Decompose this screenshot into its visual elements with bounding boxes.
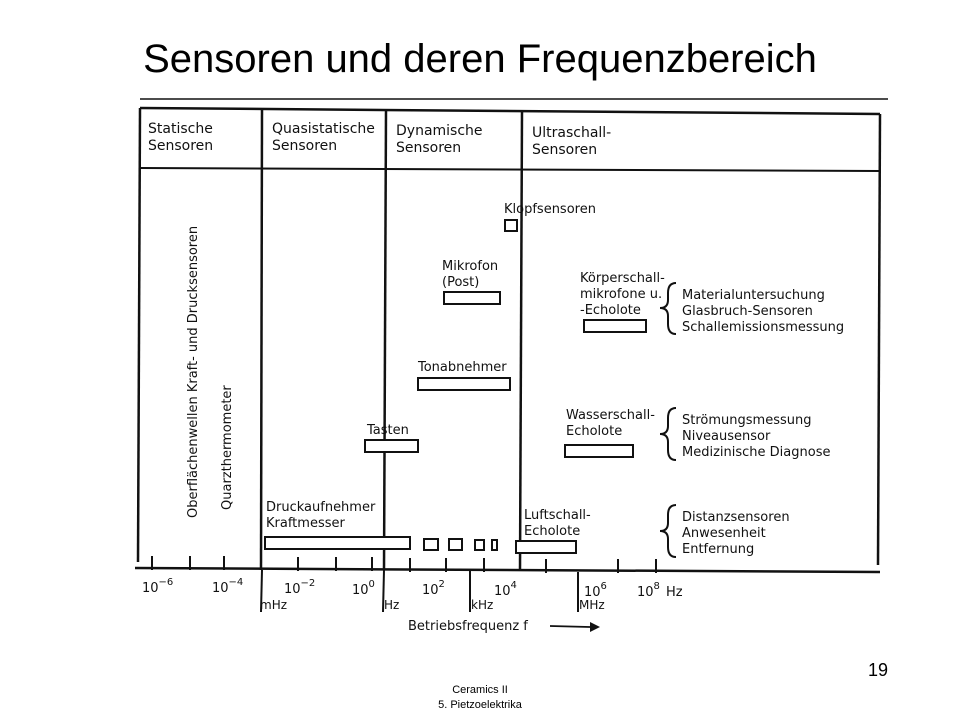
tick-label: 10−6 <box>142 577 173 596</box>
column-divider-2 <box>382 109 388 571</box>
category-header-static-1: Statische <box>148 121 213 137</box>
sensor-label-pressure-1: Druckaufnehmer <box>266 500 376 515</box>
application-label: Distanzsensoren <box>682 510 790 525</box>
unit-marker-megahertz: MHz <box>579 598 605 612</box>
frame-top <box>139 106 881 116</box>
sensor-label-microphone-1: Mikrofon <box>442 259 498 274</box>
sensor-label-pressure-2: Kraftmesser <box>266 516 345 531</box>
category-header-dynamic-2: Sensoren <box>396 140 461 156</box>
tick-label: 108 <box>637 581 660 600</box>
sensor-label-keys: Tasten <box>366 423 409 438</box>
frequency-axis <box>134 566 881 574</box>
svg-text:102: 102 <box>422 579 445 598</box>
svg-text:106: 106 <box>584 581 607 600</box>
column-divider-3 <box>518 110 524 571</box>
tick-label: 100 <box>352 579 375 598</box>
category-header-ultrasonic-1: Ultraschall- <box>532 125 611 141</box>
vertical-label-quartz-thermometer: Quarzthermometer <box>220 385 235 510</box>
sensor-label-structure-3: -Echolote <box>580 303 641 318</box>
footer-chapter: 5. Pietzoelektrika <box>438 699 522 711</box>
unit-marker-kilohertz: kHz <box>471 598 493 612</box>
sensor-label-pickup: Tonabnehmer <box>417 360 507 375</box>
frame-left <box>136 107 142 563</box>
sensor-label-airborne-2: Echolote <box>524 524 580 539</box>
tick-label: 10−2 <box>284 578 315 597</box>
application-label: Medizinische Diagnose <box>682 445 830 460</box>
application-label: Strömungsmessung <box>682 413 811 428</box>
svg-text:104: 104 <box>494 580 517 599</box>
application-label: Anwesenheit <box>682 526 766 541</box>
slide-number: 19 <box>868 660 889 680</box>
category-header-ultrasonic-2: Sensoren <box>532 142 597 158</box>
header-divider <box>139 167 881 172</box>
range-box-waterborne <box>564 444 634 458</box>
tick-label: 102 <box>422 579 445 598</box>
range-box-keys <box>364 439 419 453</box>
range-box-knock <box>504 219 518 232</box>
slide-title: Sensoren und deren Frequenzbereich <box>143 37 817 81</box>
application-label: Entfernung <box>682 542 754 557</box>
category-header-static-2: Sensoren <box>148 138 213 154</box>
range-box-pressure-seg-3 <box>474 539 485 551</box>
range-box-pressure <box>264 536 411 550</box>
svg-text:10−4: 10−4 <box>212 577 243 596</box>
sensor-label-waterborne-2: Echolote <box>566 424 622 439</box>
column-divider-1 <box>259 108 264 571</box>
unit-marker-line-hz <box>382 569 385 613</box>
range-box-pressure-seg-1 <box>423 538 439 551</box>
application-label: Glasbruch-Sensoren <box>682 304 813 319</box>
svg-text:108: 108 <box>637 581 660 600</box>
footer-course: Ceramics II <box>452 684 508 696</box>
application-label: Schallemissionsmessung <box>682 320 844 335</box>
category-header-quasistatic-1: Quasistatische <box>272 121 375 137</box>
tick-label: 10−4 <box>212 577 243 596</box>
svg-text:100: 100 <box>352 579 375 598</box>
category-header-quasistatic-2: Sensoren <box>272 138 337 154</box>
application-label: Niveausensor <box>682 429 771 444</box>
unit-marker-line-mhz <box>260 569 263 613</box>
sensor-label-waterborne-1: Wasserschall- <box>566 408 655 423</box>
frame-right <box>876 113 882 566</box>
svg-text:10−2: 10−2 <box>284 578 315 597</box>
application-label: Materialuntersuchung <box>682 288 825 303</box>
sensor-label-knock: Klopfsensoren <box>504 202 596 217</box>
axis-arrow <box>549 625 591 628</box>
svg-text:10−6: 10−6 <box>142 577 173 596</box>
sensor-label-airborne-1: Luftschall- <box>524 508 591 523</box>
brace-group-3 <box>659 504 677 558</box>
unit-marker-millihertz: mHz <box>260 598 287 612</box>
sensor-label-structure-2: mikrofone u. <box>580 287 662 302</box>
range-box-pressure-seg-4 <box>491 539 498 551</box>
brace-group-2 <box>659 407 677 461</box>
range-box-structure <box>583 319 647 333</box>
range-box-airborne <box>515 540 577 554</box>
sensor-label-microphone-2: (Post) <box>442 275 479 290</box>
axis-arrow-head <box>590 622 600 632</box>
tick-label: 106 <box>584 581 607 600</box>
range-box-pressure-seg-2 <box>448 538 463 551</box>
unit-marker-hertz: Hz <box>384 598 399 612</box>
axis-unit-hz: Hz <box>666 585 683 600</box>
tick-label: 104 <box>494 580 517 599</box>
vertical-label-surface-wave: Oberflächenwellen Kraft- und Drucksensor… <box>186 226 201 518</box>
range-box-microphone <box>443 291 501 305</box>
range-box-pickup <box>417 377 511 391</box>
sensor-label-structure-1: Körperschall- <box>580 271 665 286</box>
axis-label: Betriebsfrequenz f <box>408 619 528 634</box>
brace-group-1 <box>659 282 677 335</box>
category-header-dynamic-1: Dynamische <box>396 123 483 139</box>
